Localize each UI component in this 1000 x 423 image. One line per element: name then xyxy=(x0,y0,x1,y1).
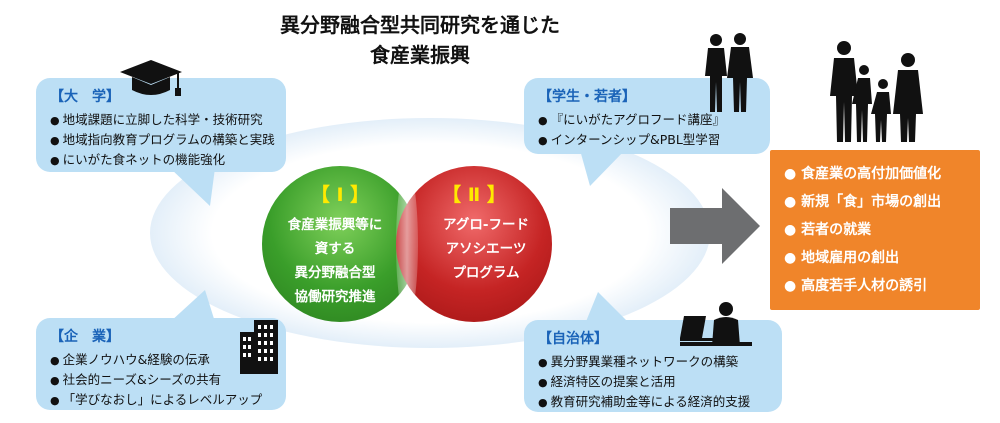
right-arrow-icon xyxy=(670,188,760,264)
list-item: ●異分野異業種ネットワークの構築 xyxy=(538,354,739,369)
list-item: ●「学びなおし」によるレベルアップ xyxy=(50,392,263,407)
list-item: ●地域課題に立脚した科学・技術研究 xyxy=(50,112,263,127)
company-heading: 【企 業】 xyxy=(50,329,120,345)
outcome-item: ● 新規「食」市場の創出 xyxy=(784,194,942,210)
circle-2-line: アソシエーツ xyxy=(445,241,527,257)
government-heading: 【自治体】 xyxy=(538,331,608,347)
students-heading: 【学生・若者】 xyxy=(538,89,636,105)
graduation-cap-icon xyxy=(120,60,182,96)
title-line-2: 食産業振興 xyxy=(370,43,470,67)
outcome-item: ● 高度若手人材の誘引 xyxy=(784,278,928,294)
office-building-icon xyxy=(240,320,278,374)
outcome-item: ● 食産業の高付加価値化 xyxy=(784,166,942,182)
list-item: ●教育研究補助金等による経済的支援 xyxy=(538,394,751,409)
list-item: ●インターンシップ&PBL型学習 xyxy=(538,132,721,147)
students-box: 【学生・若者】 ●『にいがたアグロフード講座』 ●インターンシップ&PBL型学習 xyxy=(524,78,770,154)
diagram-title: 異分野融合型共同研究を通じた 食産業振興 xyxy=(240,10,600,70)
university-box: 【大 学】 ●地域課題に立脚した科学・技術研究 ●地域指向教育プログラムの構築と… xyxy=(36,78,286,172)
outcome-item: ● 地域雇用の創出 xyxy=(784,250,900,266)
circle-1-line: 協働研究推進 xyxy=(294,289,376,305)
circle-joint-research: 【 Ⅰ 】 食産業振興等に 資する 異分野融合型 協働研究推進 xyxy=(262,166,418,322)
list-item: ●経済特区の提案と活用 xyxy=(538,374,676,389)
circle-1-line: 食産業振興等に xyxy=(287,217,383,233)
title-line-1: 異分野融合型共同研究を通じた xyxy=(280,13,560,37)
circle-1-numeral: 【 Ⅰ 】 xyxy=(310,184,370,206)
outcomes-box: ● 食産業の高付加価値化 ● 新規「食」市場の創出 ● 若者の就業 ● 地域雇用… xyxy=(770,150,980,310)
circle-2-line: アグロ-フード xyxy=(443,217,529,233)
family-silhouette-icon xyxy=(830,41,923,142)
outcome-item: ● 若者の就業 xyxy=(784,222,872,238)
list-item: ●地域指向教育プログラムの構築と実践 xyxy=(50,132,275,147)
circle-overlap-highlight xyxy=(396,168,418,320)
person-at-computer-icon xyxy=(680,302,752,346)
university-heading: 【大 学】 xyxy=(50,89,120,105)
couple-silhouette-icon xyxy=(705,33,753,112)
list-item: ●『にいがたアグロフード講座』 xyxy=(538,112,725,127)
circle-agro-food-program: 【 Ⅱ 】 アグロ-フード アソシエーツ プログラム xyxy=(396,166,552,322)
circle-2-numeral: 【 Ⅱ 】 xyxy=(442,184,506,206)
circle-1-line: 資する xyxy=(314,241,356,257)
list-item: ●社会的ニーズ&シーズの共有 xyxy=(50,372,222,387)
list-item: ●にいがた食ネットの機能強化 xyxy=(50,152,226,167)
circle-1-line: 異分野融合型 xyxy=(294,265,376,281)
circle-2-line: プログラム xyxy=(452,265,520,281)
list-item: ●企業ノウハウ&経験の伝承 xyxy=(50,352,210,367)
